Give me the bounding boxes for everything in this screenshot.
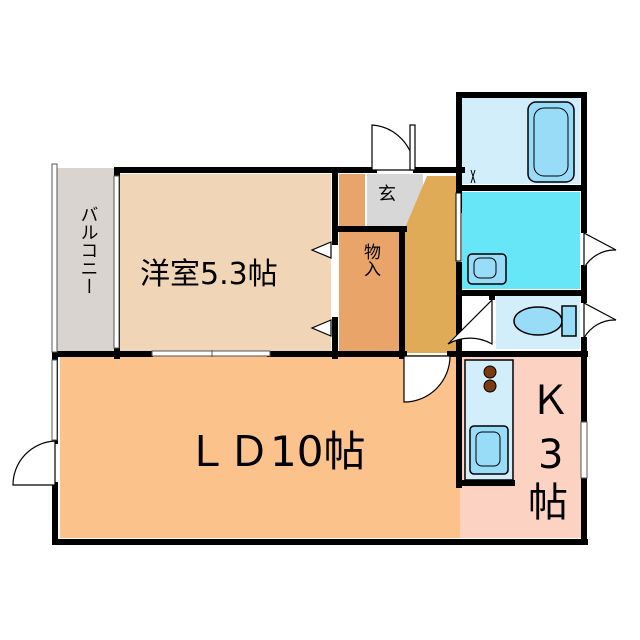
ld-exterior-door bbox=[12, 440, 56, 486]
ld-label: ＬＤ10帖 bbox=[186, 427, 365, 476]
closet-door bbox=[310, 319, 332, 337]
kitchen-size-label: 3 bbox=[538, 432, 563, 478]
window bbox=[580, 421, 588, 479]
bath-entry-marker bbox=[470, 169, 476, 184]
balcony-area bbox=[56, 168, 118, 351]
hall-area bbox=[405, 176, 460, 353]
entrance-label: 玄 bbox=[378, 184, 396, 205]
washbasin bbox=[467, 253, 507, 285]
window bbox=[51, 359, 58, 441]
toilet-door bbox=[447, 298, 493, 346]
storage-small-area bbox=[339, 174, 365, 226]
entrance-door-leaf bbox=[409, 124, 416, 171]
windows bbox=[51, 163, 588, 479]
western-room-area bbox=[120, 174, 331, 351]
toilet-side-door bbox=[583, 302, 617, 341]
window bbox=[151, 350, 271, 357]
window bbox=[113, 175, 120, 349]
bath-sliding-door bbox=[455, 192, 462, 262]
window bbox=[51, 163, 58, 353]
ld-area bbox=[60, 355, 462, 538]
toilet-bowl bbox=[513, 306, 563, 336]
ld-door bbox=[403, 355, 451, 403]
entrance-door bbox=[371, 124, 415, 171]
kitchen-sink bbox=[469, 425, 509, 475]
kitchen-sink-bowl bbox=[475, 431, 501, 467]
western-room-label: 洋室5.3帖 bbox=[140, 257, 278, 292]
storage-label: 物入 bbox=[360, 243, 381, 277]
stove-burner bbox=[483, 379, 497, 393]
kitchen-unit-label: 帖 bbox=[528, 480, 568, 526]
doors bbox=[12, 124, 617, 486]
toilet-tank bbox=[561, 305, 577, 337]
bathtub bbox=[527, 101, 575, 183]
balcony-label: バルコニー bbox=[78, 205, 99, 295]
stove-burner bbox=[483, 365, 497, 379]
storage-closet-area bbox=[339, 231, 401, 353]
bathtub-inner bbox=[533, 107, 569, 177]
washroom-side-door bbox=[583, 232, 617, 271]
closet-door bbox=[310, 241, 332, 259]
kitchen-k-label: Ｋ bbox=[530, 378, 570, 424]
washbasin-bowl bbox=[473, 257, 497, 279]
